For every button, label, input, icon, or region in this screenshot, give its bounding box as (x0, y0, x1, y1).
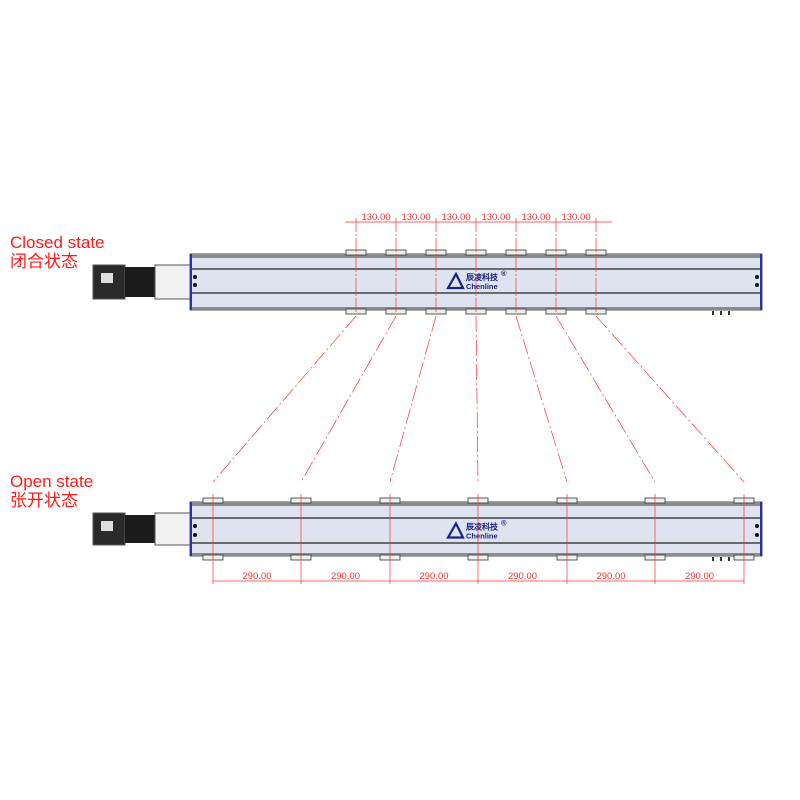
connector-pin-icon (728, 311, 730, 315)
bolt-icon (193, 533, 197, 537)
open-dimension-label: 290.00 (419, 571, 448, 582)
bolt-icon (755, 533, 759, 537)
connector-pin-icon (728, 557, 730, 561)
coupling-housing-icon (154, 512, 191, 546)
connector-pin-icon (712, 311, 714, 315)
logo-registered-mark: ® (501, 519, 507, 528)
transition-line (555, 315, 656, 483)
bolt-icon (193, 283, 197, 287)
transition-line (212, 315, 357, 483)
logo-text-en: Chenline (466, 532, 498, 541)
logo-text-cn: 辰凌科技 (466, 272, 499, 282)
coupling-housing-icon (154, 264, 191, 300)
open-state-label-en: Open state (10, 472, 94, 491)
closed-end-cap-left (190, 254, 192, 310)
open-dimension-label: 290.00 (596, 571, 625, 582)
connector-pin-icon (720, 557, 722, 561)
logo-registered-mark: ® (501, 269, 507, 278)
closed-state-label: Closed state 闭合状态 (10, 233, 105, 271)
open-end-cap-right (760, 502, 762, 556)
open-dimension-label: 290.00 (508, 571, 537, 582)
connector-pin-icon (712, 557, 714, 561)
open-state-label: Open state 张开状态 (10, 472, 93, 510)
open-end-cap-left (190, 502, 192, 556)
closed-dimension-label: 130.00 (441, 212, 470, 223)
logo-text-cn: 辰凌科技 (466, 522, 499, 532)
closed-end-cap-right (760, 254, 762, 310)
closed-state-label-en: Closed state (10, 233, 105, 252)
logo-mark-icon (446, 521, 465, 539)
open-rail-top-edge (190, 502, 762, 506)
closed-state-label-cn: 闭合状态 (10, 252, 78, 271)
bolt-icon (755, 524, 759, 528)
open-dimension-label: 290.00 (685, 571, 714, 582)
closed-dimension-label: 130.00 (481, 212, 510, 223)
connector-pin-icon (720, 311, 722, 315)
open-rail-bottom-edge (190, 553, 762, 556)
bolt-icon (755, 283, 759, 287)
logo-text-en: Chenline (466, 282, 498, 291)
open-state-label-cn: 张开状态 (10, 491, 78, 510)
gearbox-icon (125, 267, 155, 297)
closed-dimension-label: 130.00 (521, 212, 550, 223)
closed-dimension-label: 130.00 (401, 212, 430, 223)
bolt-icon (755, 275, 759, 279)
open-rail-body (189, 501, 763, 557)
transition-line (389, 315, 437, 483)
transition-line (515, 315, 568, 483)
bolt-icon (193, 275, 197, 279)
motor-connector-icon (101, 273, 113, 283)
open-dimension-label: 290.00 (242, 571, 271, 582)
bolt-icon (193, 524, 197, 528)
transition-line (595, 315, 745, 483)
motor-connector-icon (101, 521, 113, 531)
open-dimension-label: 290.00 (331, 571, 360, 582)
gearbox-icon (125, 515, 155, 543)
transition-line (300, 315, 397, 483)
closed-dimension-label: 130.00 (561, 212, 590, 223)
transition-line (475, 315, 479, 483)
logo-mark-icon (446, 271, 465, 290)
closed-dimension-label: 130.00 (361, 212, 390, 223)
